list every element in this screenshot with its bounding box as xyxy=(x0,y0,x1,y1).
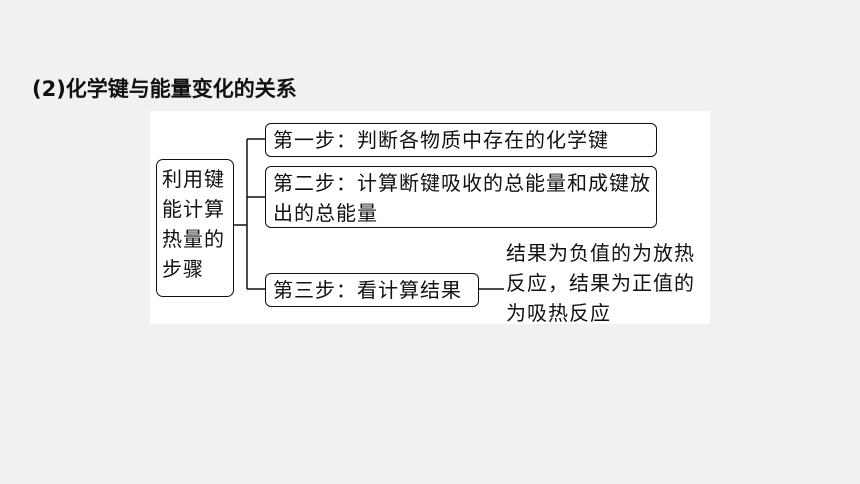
step-1-box: 第一步：判断各物质中存在的化学键 xyxy=(265,123,657,157)
step-3-box: 第三步：看计算结果 xyxy=(265,273,479,307)
connector-lines xyxy=(234,138,504,290)
root-box: 利用键能计算热量的步骤 xyxy=(156,159,234,297)
result-note: 结果为负值的为放热反应，结果为正值的为吸热反应 xyxy=(506,241,695,325)
diagram-panel: 利用键能计算热量的步骤 第一步：判断各物质中存在的化学键 第二步：计算断键吸收的… xyxy=(150,111,710,325)
section-heading: (2)化学键与能量变化的关系 xyxy=(32,77,297,101)
step-2-box: 第二步：计算断键吸收的总能量和成键放出的总能量 xyxy=(265,166,657,228)
